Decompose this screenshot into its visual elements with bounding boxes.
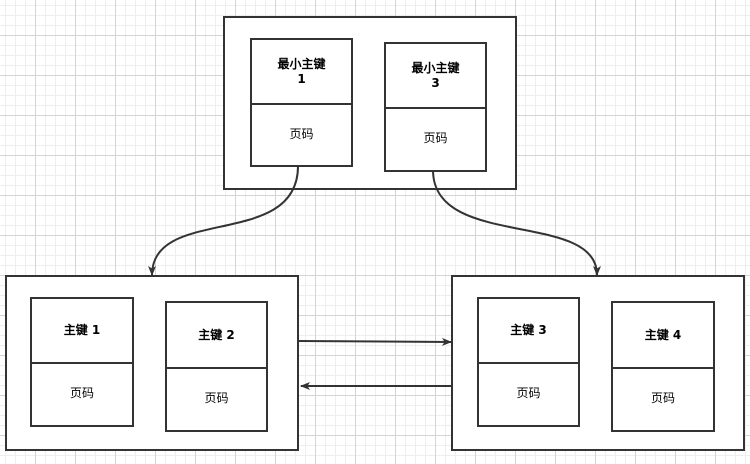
leaf-2-entry-1-key-cell: 主键 3	[479, 299, 578, 364]
leaf-1-entry-2: 主键 2 页码	[165, 301, 268, 432]
leaf-2-entry-2-page: 页码	[650, 391, 675, 405]
root-entry-2-page: 页码	[423, 131, 448, 145]
leaf-1-entry-1-page: 页码	[69, 386, 94, 400]
root-entry-2-key: 最小主键 3	[411, 60, 460, 90]
leaf-2-entry-1-page: 页码	[516, 386, 541, 400]
leaf-page-2: 主键 3 页码 主键 4 页码	[451, 275, 745, 451]
root-entry-2: 最小主键 3 页码	[384, 42, 487, 172]
leaf-1-entry-2-key-cell: 主键 2	[167, 303, 266, 369]
root-page: 最小主键 1 页码 最小主键 3 页码	[223, 16, 517, 190]
root-entry-1-page-cell: 页码	[252, 103, 351, 165]
leaf-2-entry-1: 主键 3 页码	[477, 297, 580, 427]
leaf-1-entry-1: 主键 1 页码	[30, 297, 134, 427]
leaf-2-entry-2-key: 主键 4	[644, 327, 682, 342]
leaf-1-entry-1-key-cell: 主键 1	[32, 299, 132, 364]
leaf-2-entry-2-key-cell: 主键 4	[613, 303, 713, 369]
leaf-2-entry-2-page-cell: 页码	[613, 367, 713, 430]
leaf-1-entry-2-key: 主键 2	[198, 327, 235, 342]
leaf-2-entry-1-key: 主键 3	[510, 323, 547, 337]
leaf-1-entry-1-key: 主键 1	[63, 323, 101, 337]
root-entry-1-key: 最小主键 1	[277, 56, 326, 86]
leaf-1-entry-2-page-cell: 页码	[167, 367, 266, 430]
leaf-1-entry-1-page-cell: 页码	[32, 362, 132, 425]
leaf-page-1: 主键 1 页码 主键 2 页码	[5, 275, 299, 451]
root-entry-1-key-cell: 最小主键 1	[252, 40, 351, 105]
leaf-1-entry-2-page: 页码	[204, 391, 229, 405]
root-entry-2-page-cell: 页码	[386, 107, 485, 170]
leaf-2-entry-2: 主键 4 页码	[611, 301, 715, 432]
root-entry-2-key-cell: 最小主键 3	[386, 44, 485, 109]
root-entry-1-page: 页码	[289, 126, 314, 141]
root-entry-1: 最小主键 1 页码	[250, 38, 353, 167]
leaf-2-entry-1-page-cell: 页码	[479, 362, 578, 425]
edge-leaf-page-1-to-leaf-page-2	[298, 337, 452, 346]
